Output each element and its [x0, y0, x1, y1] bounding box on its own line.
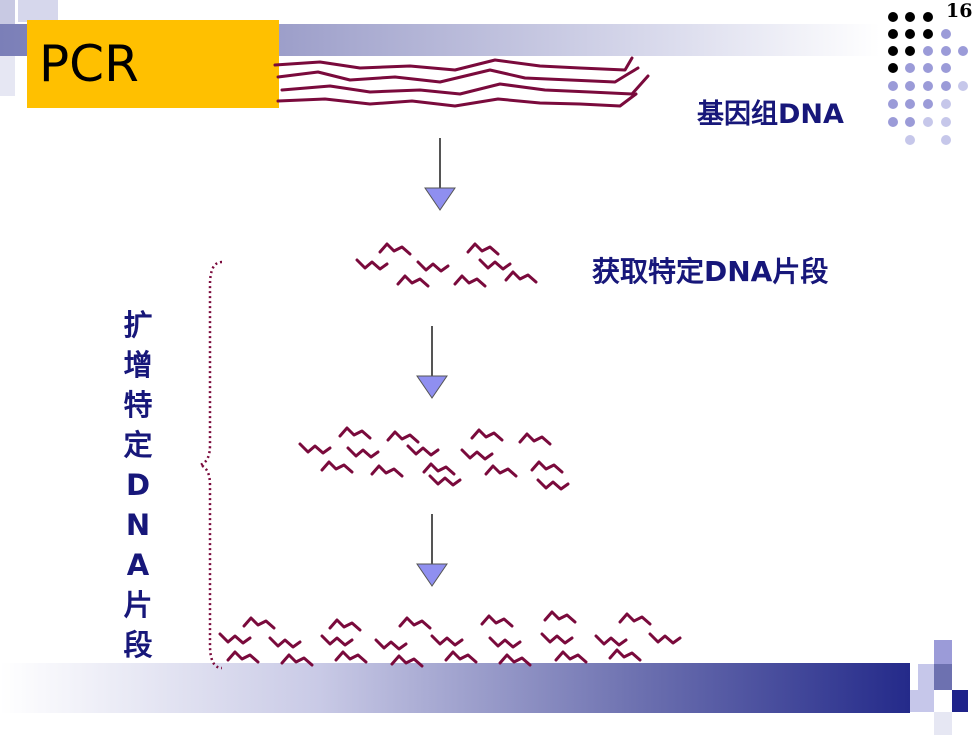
- genomic-dna-strands: [273, 56, 650, 108]
- top-corner-square: [0, 0, 15, 28]
- bottom-gradient-bar: [0, 663, 910, 713]
- decorative-dot-grid: [888, 12, 968, 145]
- arrow-down-icon: [416, 326, 448, 399]
- specific-fragment-label: 获取特定DNA片段: [592, 255, 829, 288]
- top-corner-square: [18, 0, 58, 22]
- specific-dna-fragments: [355, 242, 538, 288]
- decorative-corner-squares: [910, 640, 968, 735]
- genomic-dna-label: 基因组DNA: [697, 99, 844, 130]
- arrow-down-icon: [424, 138, 456, 211]
- slide-number: 16: [946, 0, 973, 22]
- amplify-label: 扩增特定DNA片段: [123, 308, 153, 662]
- amplified-dna-fragments-round-2: [218, 610, 682, 668]
- slide-title: PCR: [39, 35, 139, 93]
- title-box: [27, 20, 279, 108]
- top-corner-square: [0, 56, 15, 96]
- amplified-dna-fragments-round-1: [298, 426, 570, 491]
- arrow-down-icon: [416, 514, 448, 587]
- curly-brace: [195, 260, 223, 670]
